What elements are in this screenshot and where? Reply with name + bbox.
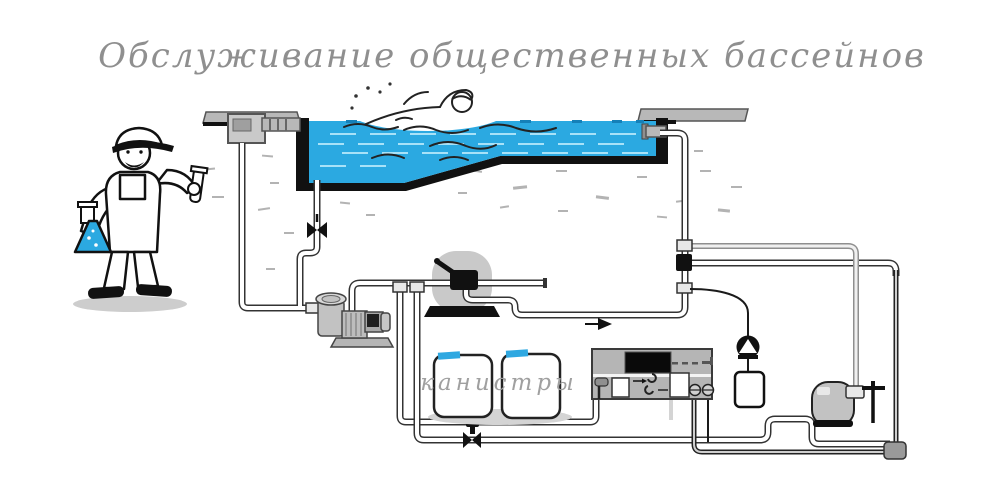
drain-valve-icon	[307, 214, 327, 238]
black-tee-fitting	[676, 254, 692, 271]
cap-dome	[114, 126, 164, 149]
pool-shell	[296, 118, 668, 191]
chemical-canisters: канистры	[420, 349, 578, 425]
canister	[432, 353, 494, 419]
mascot-right-shoe	[135, 284, 172, 297]
solution-vessel	[733, 370, 766, 409]
filter-multiport-valve	[434, 258, 478, 290]
tee-fitting	[409, 281, 425, 293]
panel-module	[669, 372, 690, 398]
mustache	[125, 162, 144, 168]
tee-fitting	[392, 281, 408, 293]
corner-elbow	[883, 441, 907, 460]
tee-fitting	[676, 239, 693, 252]
pressure-tank	[811, 381, 865, 427]
skimmer	[227, 113, 301, 144]
dosing-control-panel	[591, 348, 715, 400]
cap-brim	[112, 141, 174, 153]
pool-basin	[296, 118, 668, 191]
mascot-left-leg	[102, 250, 130, 291]
panel-display	[624, 351, 672, 374]
circulation-pump	[315, 292, 395, 348]
panel-left-port	[594, 377, 609, 387]
tank-valve-icon	[862, 381, 885, 423]
chemist-mascot	[73, 126, 209, 312]
canister-cap	[437, 351, 461, 360]
pipe-network	[238, 129, 907, 460]
mascot-right-leg	[132, 250, 160, 289]
swimmer	[343, 82, 557, 161]
water-streaks	[318, 133, 648, 167]
panel-module	[611, 377, 630, 398]
peristaltic-pump-icon	[644, 373, 657, 395]
flask-icon	[73, 201, 113, 254]
mascot-right-hand	[187, 182, 201, 196]
canisters-label: канистры	[420, 370, 578, 396]
dosing-assembly	[689, 288, 766, 409]
dosing-pump-icon	[736, 335, 760, 359]
tee-fitting	[676, 282, 693, 294]
tank-union	[845, 385, 865, 399]
mascot-shadow	[73, 296, 187, 312]
page-title: Обслуживание общественных бассейнов	[98, 36, 926, 76]
flow-arrow	[585, 318, 612, 330]
mascot-bib	[118, 173, 147, 201]
waste-valve-icon	[463, 423, 481, 448]
canister-cap	[505, 349, 529, 358]
panel-cable-dashed	[672, 357, 713, 365]
canister	[500, 352, 562, 420]
mascot-left-shoe	[88, 286, 125, 299]
